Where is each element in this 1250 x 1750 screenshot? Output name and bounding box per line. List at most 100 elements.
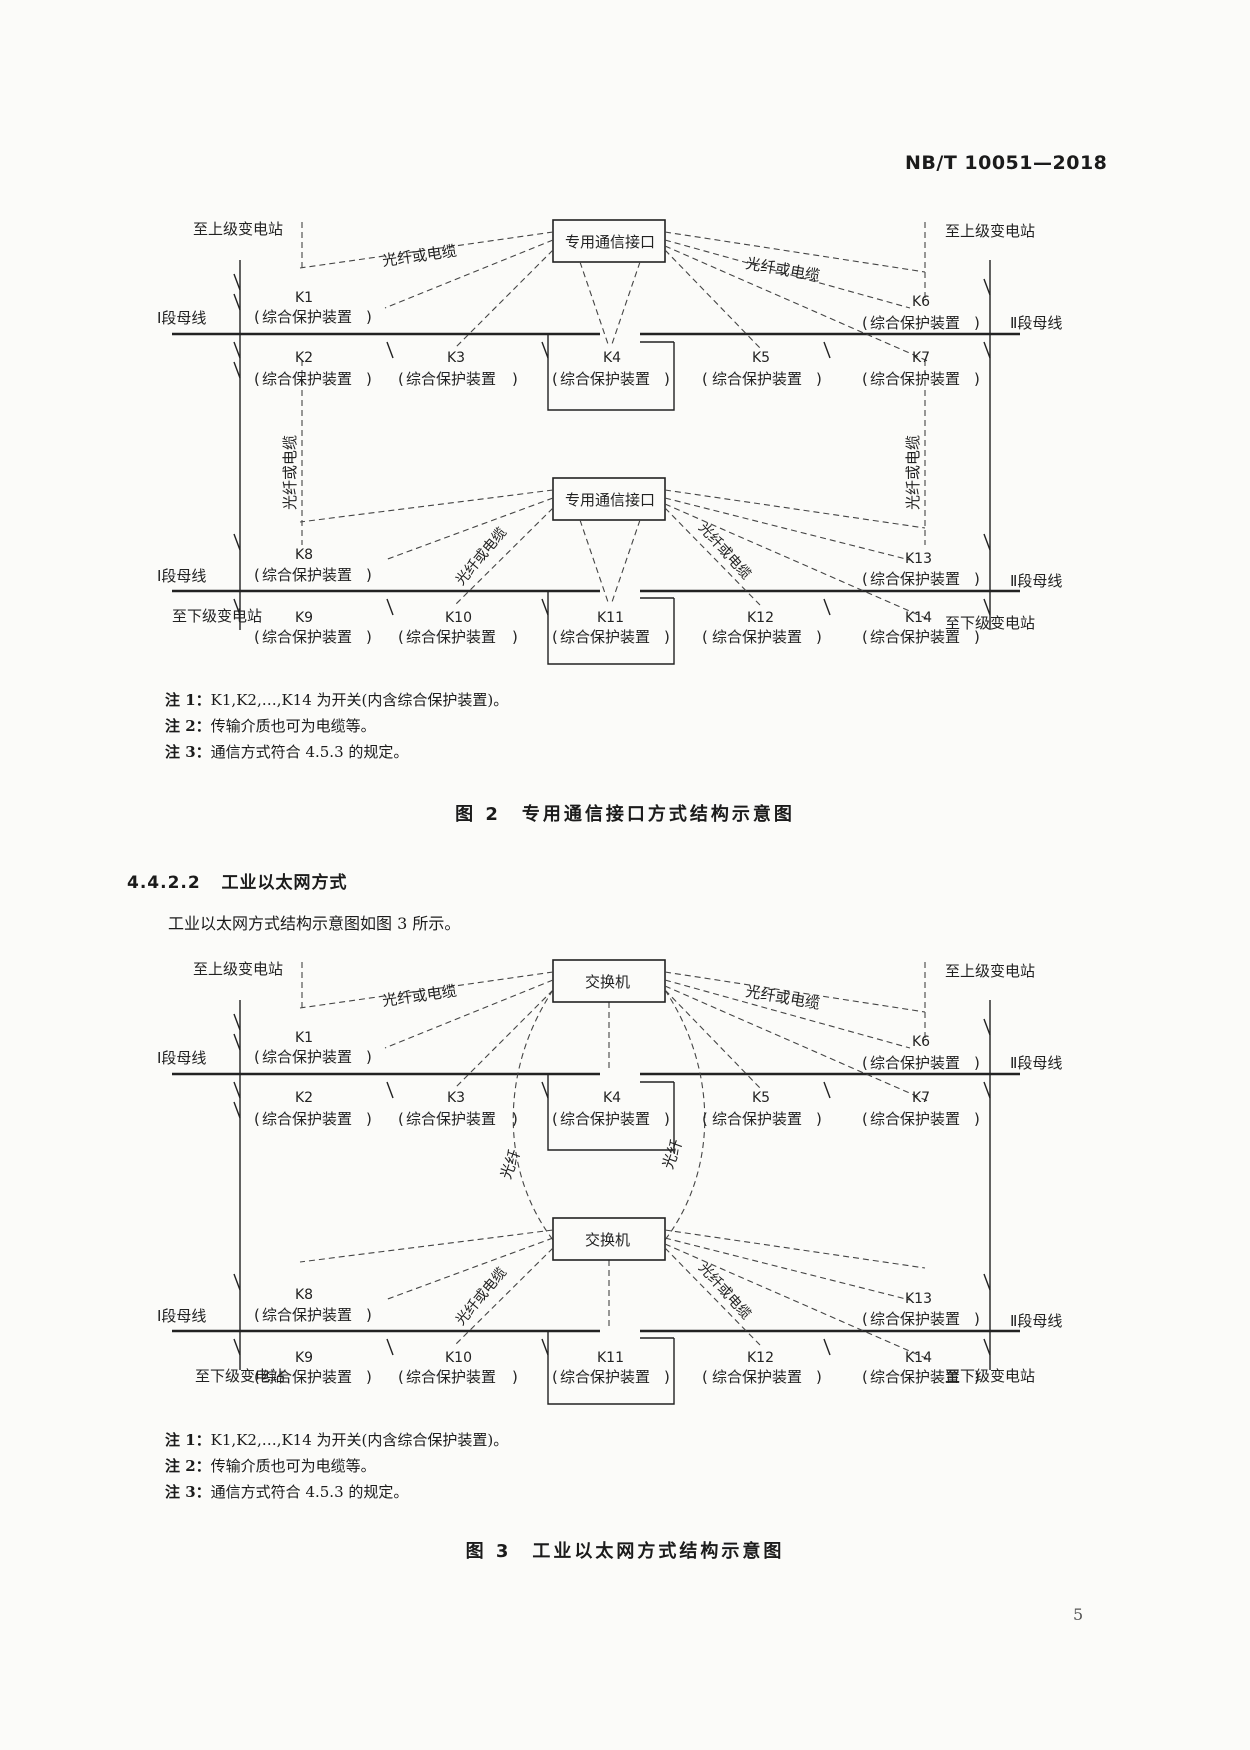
page-number: 5: [1073, 1605, 1084, 1624]
figure-3-svg: 至上级变电站 至上级变电站 至下级变电站 至下级变电站 交换机 交换机 光纤或电…: [157, 959, 1062, 1405]
svg-text:(: (: [862, 1368, 868, 1386]
lower-station-right: 至下级变电站: [945, 614, 1035, 632]
switch-label: K3: [447, 1090, 465, 1106]
medium-label: 光纤或电缆: [744, 254, 821, 285]
bus-right-label: Ⅱ段母线: [1010, 314, 1062, 332]
device-label: 综合保护装置: [560, 628, 650, 646]
svg-text:): ): [366, 308, 372, 326]
medium-label: 光纤或电缆: [281, 435, 299, 510]
bus-left-label: Ⅰ段母线: [157, 1307, 206, 1325]
bus-left-label: Ⅰ段母线: [157, 309, 206, 327]
svg-text:): ): [512, 628, 518, 646]
bus-right-label: Ⅱ段母线: [1010, 1312, 1062, 1330]
figure-2-notes: 注 1：K1,K2,…,K14 为开关(内含综合保护装置)。 注 2：传输介质也…: [165, 690, 508, 762]
svg-text:(: (: [862, 370, 868, 388]
note-text: K1,K2,…,K14 为开关(内含综合保护装置)。: [210, 1431, 509, 1449]
fiber-label: 光纤: [497, 1147, 524, 1181]
medium-label: 光纤或电缆: [381, 242, 458, 270]
svg-text:): ): [974, 1368, 980, 1386]
note-text: 通信方式符合 4.5.3 的规定。: [210, 1483, 409, 1501]
svg-text:): ): [974, 570, 980, 588]
svg-text:(: (: [254, 1368, 260, 1386]
note-label: 注 1：: [165, 1431, 211, 1449]
svg-text:): ): [512, 1368, 518, 1386]
switch-label: K4: [603, 1090, 621, 1106]
note-label: 注 2：: [165, 717, 211, 735]
note-label: 注 1：: [165, 691, 211, 709]
svg-text:): ): [974, 628, 980, 646]
svg-text:): ): [974, 370, 980, 388]
switch-label: K11: [597, 1350, 624, 1366]
switch-label: K10: [445, 610, 472, 626]
svg-text:): ): [974, 1310, 980, 1328]
svg-text:(: (: [254, 370, 260, 388]
switch-box-bottom: 交换机: [585, 1231, 630, 1249]
svg-text:): ): [974, 1110, 980, 1128]
svg-text:(: (: [862, 570, 868, 588]
device-label: 综合保护装置: [870, 1054, 960, 1072]
standard-number: NB/T 10051—2018: [905, 152, 1108, 174]
switch-label: K7: [912, 1090, 930, 1106]
device-label: 综合保护装置: [870, 1310, 960, 1328]
svg-text:): ): [974, 314, 980, 332]
svg-text:(: (: [862, 314, 868, 332]
svg-text:): ): [664, 1368, 670, 1386]
lower-station-right: 至下级变电站: [945, 1367, 1035, 1385]
svg-text:): ): [664, 1110, 670, 1128]
svg-text:(: (: [862, 1310, 868, 1328]
medium-label: 光纤或电缆: [904, 435, 922, 510]
device-label: 综合保护装置: [870, 570, 960, 588]
device-label: 综合保护装置: [870, 1110, 960, 1128]
device-label: 综合保护装置: [406, 628, 496, 646]
medium-label: 光纤或电缆: [381, 982, 458, 1010]
svg-text:): ): [664, 370, 670, 388]
interface-box-top: 专用通信接口: [565, 233, 655, 251]
device-label: 综合保护装置: [262, 308, 352, 326]
svg-text:): ): [366, 566, 372, 584]
device-label: 综合保护装置: [406, 370, 496, 388]
svg-text:(: (: [254, 1306, 260, 1324]
figure-2-svg: 至上级变电站 至上级变电站 至下级变电站 至下级变电站 专用通信接口 专用通信接…: [157, 219, 1062, 665]
svg-text:): ): [366, 1110, 372, 1128]
svg-text:): ): [366, 1368, 372, 1386]
device-label: 综合保护装置: [262, 1048, 352, 1066]
switch-label: K11: [597, 610, 624, 626]
switch-label: K2: [295, 350, 313, 366]
switch-label: K7: [912, 350, 930, 366]
note-text: 传输介质也可为电缆等。: [210, 1457, 376, 1475]
switch-label: K6: [912, 1034, 930, 1050]
note-label: 注 2：: [165, 1457, 211, 1475]
device-label: 综合保护装置: [262, 1110, 352, 1128]
switch-label: K12: [747, 1350, 774, 1366]
section-number: 4.4.2.2: [127, 873, 201, 893]
svg-text:): ): [816, 370, 822, 388]
switch-label: K12: [747, 610, 774, 626]
svg-text:): ): [366, 1306, 372, 1324]
device-label: 综合保护装置: [870, 1368, 960, 1386]
svg-text:): ): [816, 628, 822, 646]
svg-text:(: (: [702, 628, 708, 646]
svg-text:): ): [974, 1054, 980, 1072]
medium-label: 光纤或电缆: [695, 520, 754, 583]
svg-text:): ): [366, 628, 372, 646]
medium-label: 光纤或电缆: [744, 982, 821, 1013]
device-label: 综合保护装置: [262, 370, 352, 388]
svg-text:(: (: [552, 370, 558, 388]
switch-label: K9: [295, 1350, 313, 1366]
svg-text:(: (: [862, 628, 868, 646]
note-text: K1,K2,…,K14 为开关(内含综合保护装置)。: [210, 691, 509, 709]
device-label: 综合保护装置: [712, 1368, 802, 1386]
interface-box-bottom: 专用通信接口: [565, 491, 655, 509]
svg-text:(: (: [398, 370, 404, 388]
upper-station-right: 至上级变电站: [945, 222, 1035, 240]
device-label: 综合保护装置: [870, 314, 960, 332]
device-label: 综合保护装置: [560, 1368, 650, 1386]
note-label: 注 3：: [165, 743, 211, 761]
switch-label: K13: [905, 1291, 932, 1307]
bus-right-label: Ⅱ段母线: [1010, 572, 1062, 590]
figure-3-notes: 注 1：K1,K2,…,K14 为开关(内含综合保护装置)。 注 2：传输介质也…: [165, 1430, 508, 1502]
note-text: 传输介质也可为电缆等。: [210, 717, 376, 735]
switch-label: K3: [447, 350, 465, 366]
section-body: 工业以太网方式结构示意图如图 3 所示。: [168, 914, 461, 933]
section-heading: 4.4.2.2 工业以太网方式: [127, 868, 347, 893]
